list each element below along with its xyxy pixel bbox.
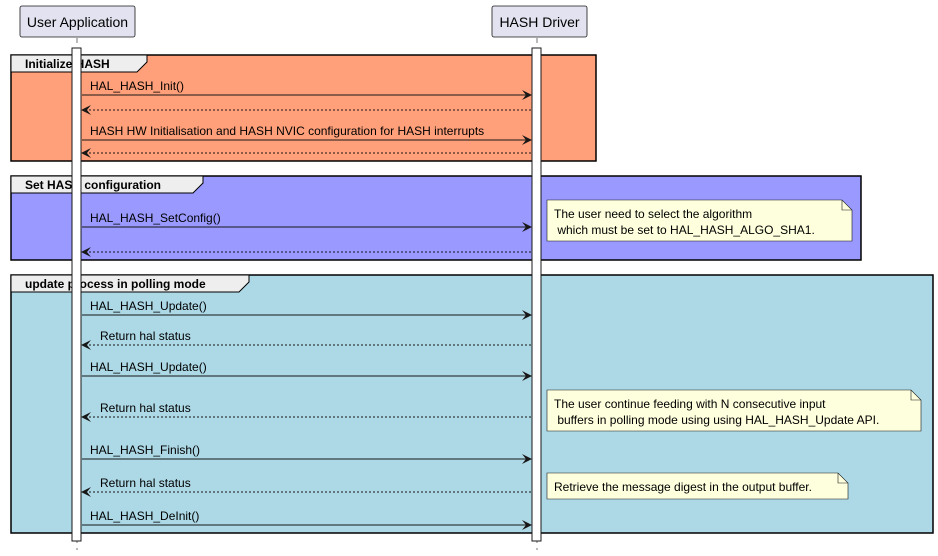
group-frame	[10, 54, 597, 162]
note-line: Retrieve the message digest in the outpu…	[554, 480, 812, 494]
activation-bar-driver	[531, 47, 542, 542]
note-box	[546, 389, 922, 432]
group-title: update process in polling mode	[25, 277, 206, 291]
note-fold	[910, 390, 921, 401]
message-hal-hash-update-2: HAL_HASH_Update()	[82, 360, 532, 381]
note-continue-feeding: The user continue feeding with N consecu…	[546, 389, 922, 432]
message-label: Return hal status	[100, 476, 191, 490]
note-line: The user continue feeding with N consecu…	[554, 397, 826, 411]
group-tab	[10, 274, 250, 293]
participant-box	[19, 5, 136, 38]
note-line: buffers in polling mode using using HAL_…	[554, 413, 879, 427]
participant-box	[491, 5, 588, 38]
group-initialize-hash: Initialize HASH	[10, 54, 597, 162]
message-label: HAL_HASH_Init()	[90, 79, 184, 93]
note-box	[546, 472, 849, 500]
message-label: HAL_HASH_DeInit()	[90, 509, 199, 523]
participant-hash-driver: HASH Driver	[491, 5, 588, 38]
participant-user-application: User Application	[19, 5, 136, 38]
note-box	[546, 199, 853, 242]
message-return-hal-status-1: Return hal status	[81, 329, 531, 350]
group-title: Set HASH configuration	[25, 178, 161, 192]
note-line: The user need to select the algorithm	[554, 207, 752, 221]
message-label: Return hal status	[100, 401, 191, 415]
participant-label: HASH Driver	[499, 14, 579, 30]
note-retrieve-digest: Retrieve the message digest in the outpu…	[546, 472, 849, 500]
message-return-hal-status-3: Return hal status	[81, 476, 531, 497]
message-hal-hash-setconfig: HAL_HASH_SetConfig()	[82, 211, 532, 232]
note-fold	[837, 473, 848, 484]
group-title: Initialize HASH	[25, 57, 110, 71]
message-label: HAL_HASH_Update()	[90, 360, 207, 374]
message-label: HAL_HASH_SetConfig()	[90, 211, 221, 225]
message-label: HAL_HASH_Finish()	[90, 443, 200, 457]
participant-label: User Application	[27, 14, 128, 30]
note-fold	[841, 200, 852, 211]
message-label: HAL_HASH_Update()	[90, 299, 207, 313]
note-line: which must be set to HAL_HASH_ALGO_SHA1.	[554, 223, 815, 237]
message-return-hal-status-2: Return hal status	[81, 401, 531, 422]
message-hal-hash-finish: HAL_HASH_Finish()	[82, 443, 532, 464]
message-label: Return hal status	[100, 329, 191, 343]
message-hal-hash-update-1: HAL_HASH_Update()	[82, 299, 532, 320]
message-hal-hash-init: HAL_HASH_Init()	[82, 79, 532, 100]
group-tab	[10, 175, 204, 194]
note-select-algorithm: The user need to select the algorithm wh…	[546, 199, 853, 242]
message-label: HASH HW Initialisation and HASH NVIC con…	[90, 124, 484, 138]
message-hw-initialisation: HASH HW Initialisation and HASH NVIC con…	[82, 124, 532, 145]
activation-bar-user	[71, 47, 82, 542]
message-hal-hash-deinit: HAL_HASH_DeInit()	[82, 509, 532, 530]
